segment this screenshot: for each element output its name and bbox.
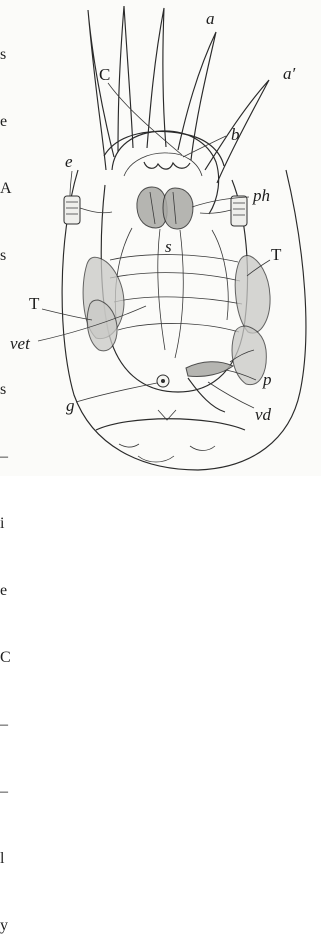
anatomical-illustration: a a′ C b e ph s T T vet p g vd bbox=[0, 0, 321, 476]
posterior-structures bbox=[96, 410, 245, 462]
label-C: C bbox=[99, 65, 110, 84]
gland bbox=[157, 375, 169, 387]
label-a-prime: a′ bbox=[283, 64, 296, 83]
internal-line bbox=[114, 297, 242, 304]
internal-line bbox=[118, 323, 239, 332]
nerve bbox=[212, 230, 228, 320]
internal-line bbox=[110, 255, 238, 262]
head-ridge bbox=[124, 153, 202, 176]
label-s: s bbox=[165, 237, 172, 256]
label-g: g bbox=[66, 396, 75, 415]
label-e: e bbox=[65, 152, 73, 171]
anatomical-svg: a a′ C b e ph s T T vet p g vd bbox=[0, 0, 321, 476]
left-margin-row: i bbox=[0, 513, 20, 536]
leader-vd bbox=[208, 382, 254, 408]
label-p: p bbox=[262, 370, 272, 389]
label-b: b bbox=[231, 125, 240, 144]
label-vet: vet bbox=[10, 334, 31, 353]
pharynx bbox=[137, 162, 193, 229]
tentacle bbox=[118, 6, 133, 152]
left-margin-row: – bbox=[0, 781, 20, 804]
label-T-right: T bbox=[271, 245, 282, 264]
label-T-left: T bbox=[29, 294, 40, 313]
tentacle bbox=[88, 10, 114, 170]
tentacle bbox=[178, 32, 216, 160]
oral-crown bbox=[104, 132, 224, 166]
label-vd: vd bbox=[255, 405, 272, 424]
left-margin-row: e bbox=[0, 580, 20, 603]
nerve bbox=[158, 229, 165, 350]
left-margin-row: l bbox=[0, 848, 20, 871]
leader-g bbox=[76, 383, 157, 402]
pharynx-top bbox=[144, 162, 190, 169]
internal-line bbox=[110, 273, 240, 281]
label-ph: ph bbox=[252, 186, 270, 205]
label-a: a bbox=[206, 9, 215, 28]
left-margin-row: C bbox=[0, 647, 20, 670]
nerve bbox=[175, 230, 183, 358]
page: s e A s s – i e C – – l y bbox=[0, 0, 321, 476]
left-margin-row: – bbox=[0, 714, 20, 737]
left-margin-row: y bbox=[0, 915, 20, 938]
